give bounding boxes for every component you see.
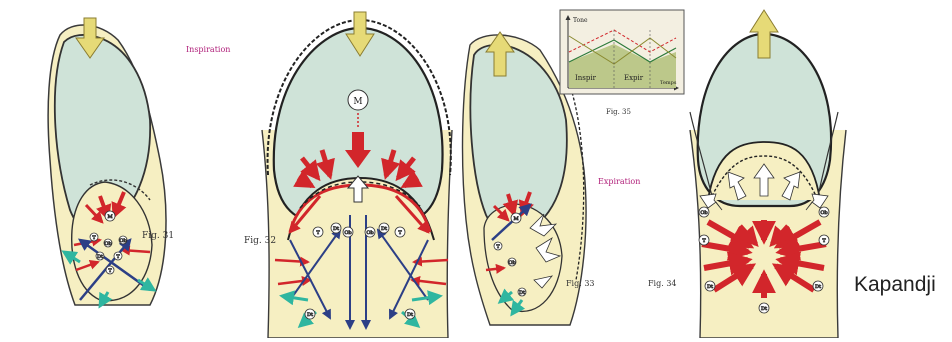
fig34-dt-bottom-label: Dt (761, 306, 767, 312)
fig32-m-label: M (353, 97, 362, 107)
fig-31-label: Fig. 31 (142, 231, 174, 241)
fig34-ob-left-label: Ob (700, 210, 707, 216)
inset-inspir-label: Inspir (575, 74, 597, 82)
fig32-dt-bottom-right-label: Dt (407, 312, 413, 318)
fig32-dt-right-label: Dt (381, 226, 387, 232)
expiration-label: Expiration (598, 177, 640, 186)
fig34-dt-right-label: Dt (815, 284, 821, 290)
fig-35-label: Fig. 35 (606, 108, 631, 116)
inset-expir-label: Expir (624, 74, 644, 82)
fig31-ob-label: Ob (104, 241, 111, 247)
fig32-dt-bottom-left-label: Dt (307, 312, 313, 318)
fig32-ob-right-label: Ob (366, 230, 373, 236)
fig-33-label: Fig. 33 (566, 279, 595, 288)
inspiration-label: Inspiration (186, 45, 230, 54)
fig32-ob-left-label: Ob (344, 230, 351, 236)
fig31-dt-label: Dt (97, 254, 103, 260)
fig-32-label: Fig. 32 (244, 236, 276, 246)
fig33-m-label: M (513, 216, 518, 222)
fig32-dt-left-label: Dt (333, 226, 339, 232)
fig31-m-label: M (107, 214, 112, 220)
fig-31-panel: M T Ob Ob Dt T T Fig. 31 (48, 18, 174, 306)
fig34-dt-left-label: Dt (707, 284, 713, 290)
fig-32-panel: M T Dt Ob Ob (244, 12, 452, 338)
fig34-ob-right-label: Ob (820, 210, 827, 216)
fig-34-label: Fig. 34 (648, 279, 677, 288)
author-caption: Kapandji (854, 273, 936, 297)
fig31-ob2-label: Ob (119, 238, 126, 244)
inset-y-label: Tone (573, 17, 588, 24)
inset-x-label: Temps (660, 80, 677, 86)
fig33-dt-label: Dt (519, 290, 525, 296)
fig33-ob-label: Ob (508, 260, 515, 266)
fig-35-inset: Tone Temps Inspir Expir Fig. 35 (560, 10, 684, 116)
